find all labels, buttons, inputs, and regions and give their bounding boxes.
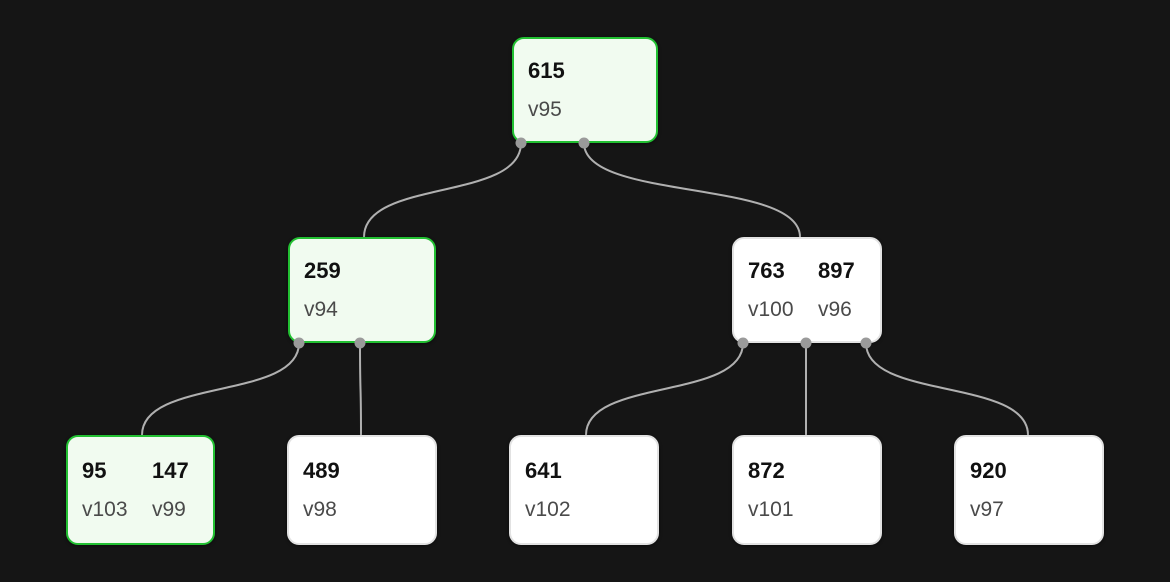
node-cell[interactable]: 615 v95 (522, 39, 592, 141)
node-cell[interactable]: 641 v102 (519, 437, 589, 543)
cell-version: v95 (528, 97, 562, 121)
node-leaf-95-147[interactable]: 95 v103 147 v99 (66, 435, 215, 545)
cell-key: 763 (748, 258, 785, 284)
node-cell[interactable]: 259 v94 (298, 239, 368, 341)
cell-version: v100 (748, 297, 794, 321)
cell-key: 259 (304, 258, 341, 284)
edge-internal-left-to-leaf-2 (359, 342, 362, 436)
node-port-dot[interactable] (515, 137, 527, 149)
cell-version: v97 (970, 497, 1004, 521)
cell-key: 615 (528, 58, 565, 84)
cell-key: 897 (818, 258, 855, 284)
cell-version: v99 (152, 497, 186, 521)
cell-key: 920 (970, 458, 1007, 484)
node-cell[interactable]: 872 v101 (742, 437, 812, 543)
node-cell[interactable]: 147 v99 (146, 437, 216, 543)
node-leaf-920[interactable]: 920 v97 (954, 435, 1104, 545)
cell-key: 872 (748, 458, 785, 484)
node-port-dot[interactable] (800, 337, 812, 349)
cell-version: v98 (303, 497, 337, 521)
cell-key: 95 (82, 458, 107, 484)
cell-version: v102 (525, 497, 571, 521)
node-leaf-641[interactable]: 641 v102 (509, 435, 659, 545)
cell-version: v94 (304, 297, 338, 321)
cell-version: v101 (748, 497, 794, 521)
node-leaf-872[interactable]: 872 v101 (732, 435, 882, 545)
edge-internal-right-to-leaf-3 (585, 342, 744, 436)
cell-version: v96 (818, 297, 852, 321)
node-cell[interactable]: 897 v96 (812, 239, 882, 341)
edge-root-to-internal-left (363, 142, 522, 238)
node-port-dot[interactable] (860, 337, 872, 349)
node-cell[interactable]: 489 v98 (297, 437, 367, 543)
node-cell[interactable]: 763 v100 (742, 239, 812, 341)
node-root[interactable]: 615 v95 (512, 37, 658, 143)
node-port-dot[interactable] (293, 337, 305, 349)
node-leaf-489[interactable]: 489 v98 (287, 435, 437, 545)
edge-internal-right-to-leaf-5 (865, 342, 1029, 436)
cell-version: v103 (82, 497, 128, 521)
node-cell[interactable]: 95 v103 (76, 437, 146, 543)
cell-key: 147 (152, 458, 189, 484)
node-port-dot[interactable] (578, 137, 590, 149)
node-internal-left[interactable]: 259 v94 (288, 237, 436, 343)
node-cell[interactable]: 920 v97 (964, 437, 1034, 543)
edge-root-to-internal-right (583, 142, 801, 238)
node-port-dot[interactable] (737, 337, 749, 349)
edge-internal-left-to-leaf-1 (141, 342, 300, 436)
node-internal-right[interactable]: 763 v100 897 v96 (732, 237, 882, 343)
node-port-dot[interactable] (354, 337, 366, 349)
cell-key: 489 (303, 458, 340, 484)
cell-key: 641 (525, 458, 562, 484)
